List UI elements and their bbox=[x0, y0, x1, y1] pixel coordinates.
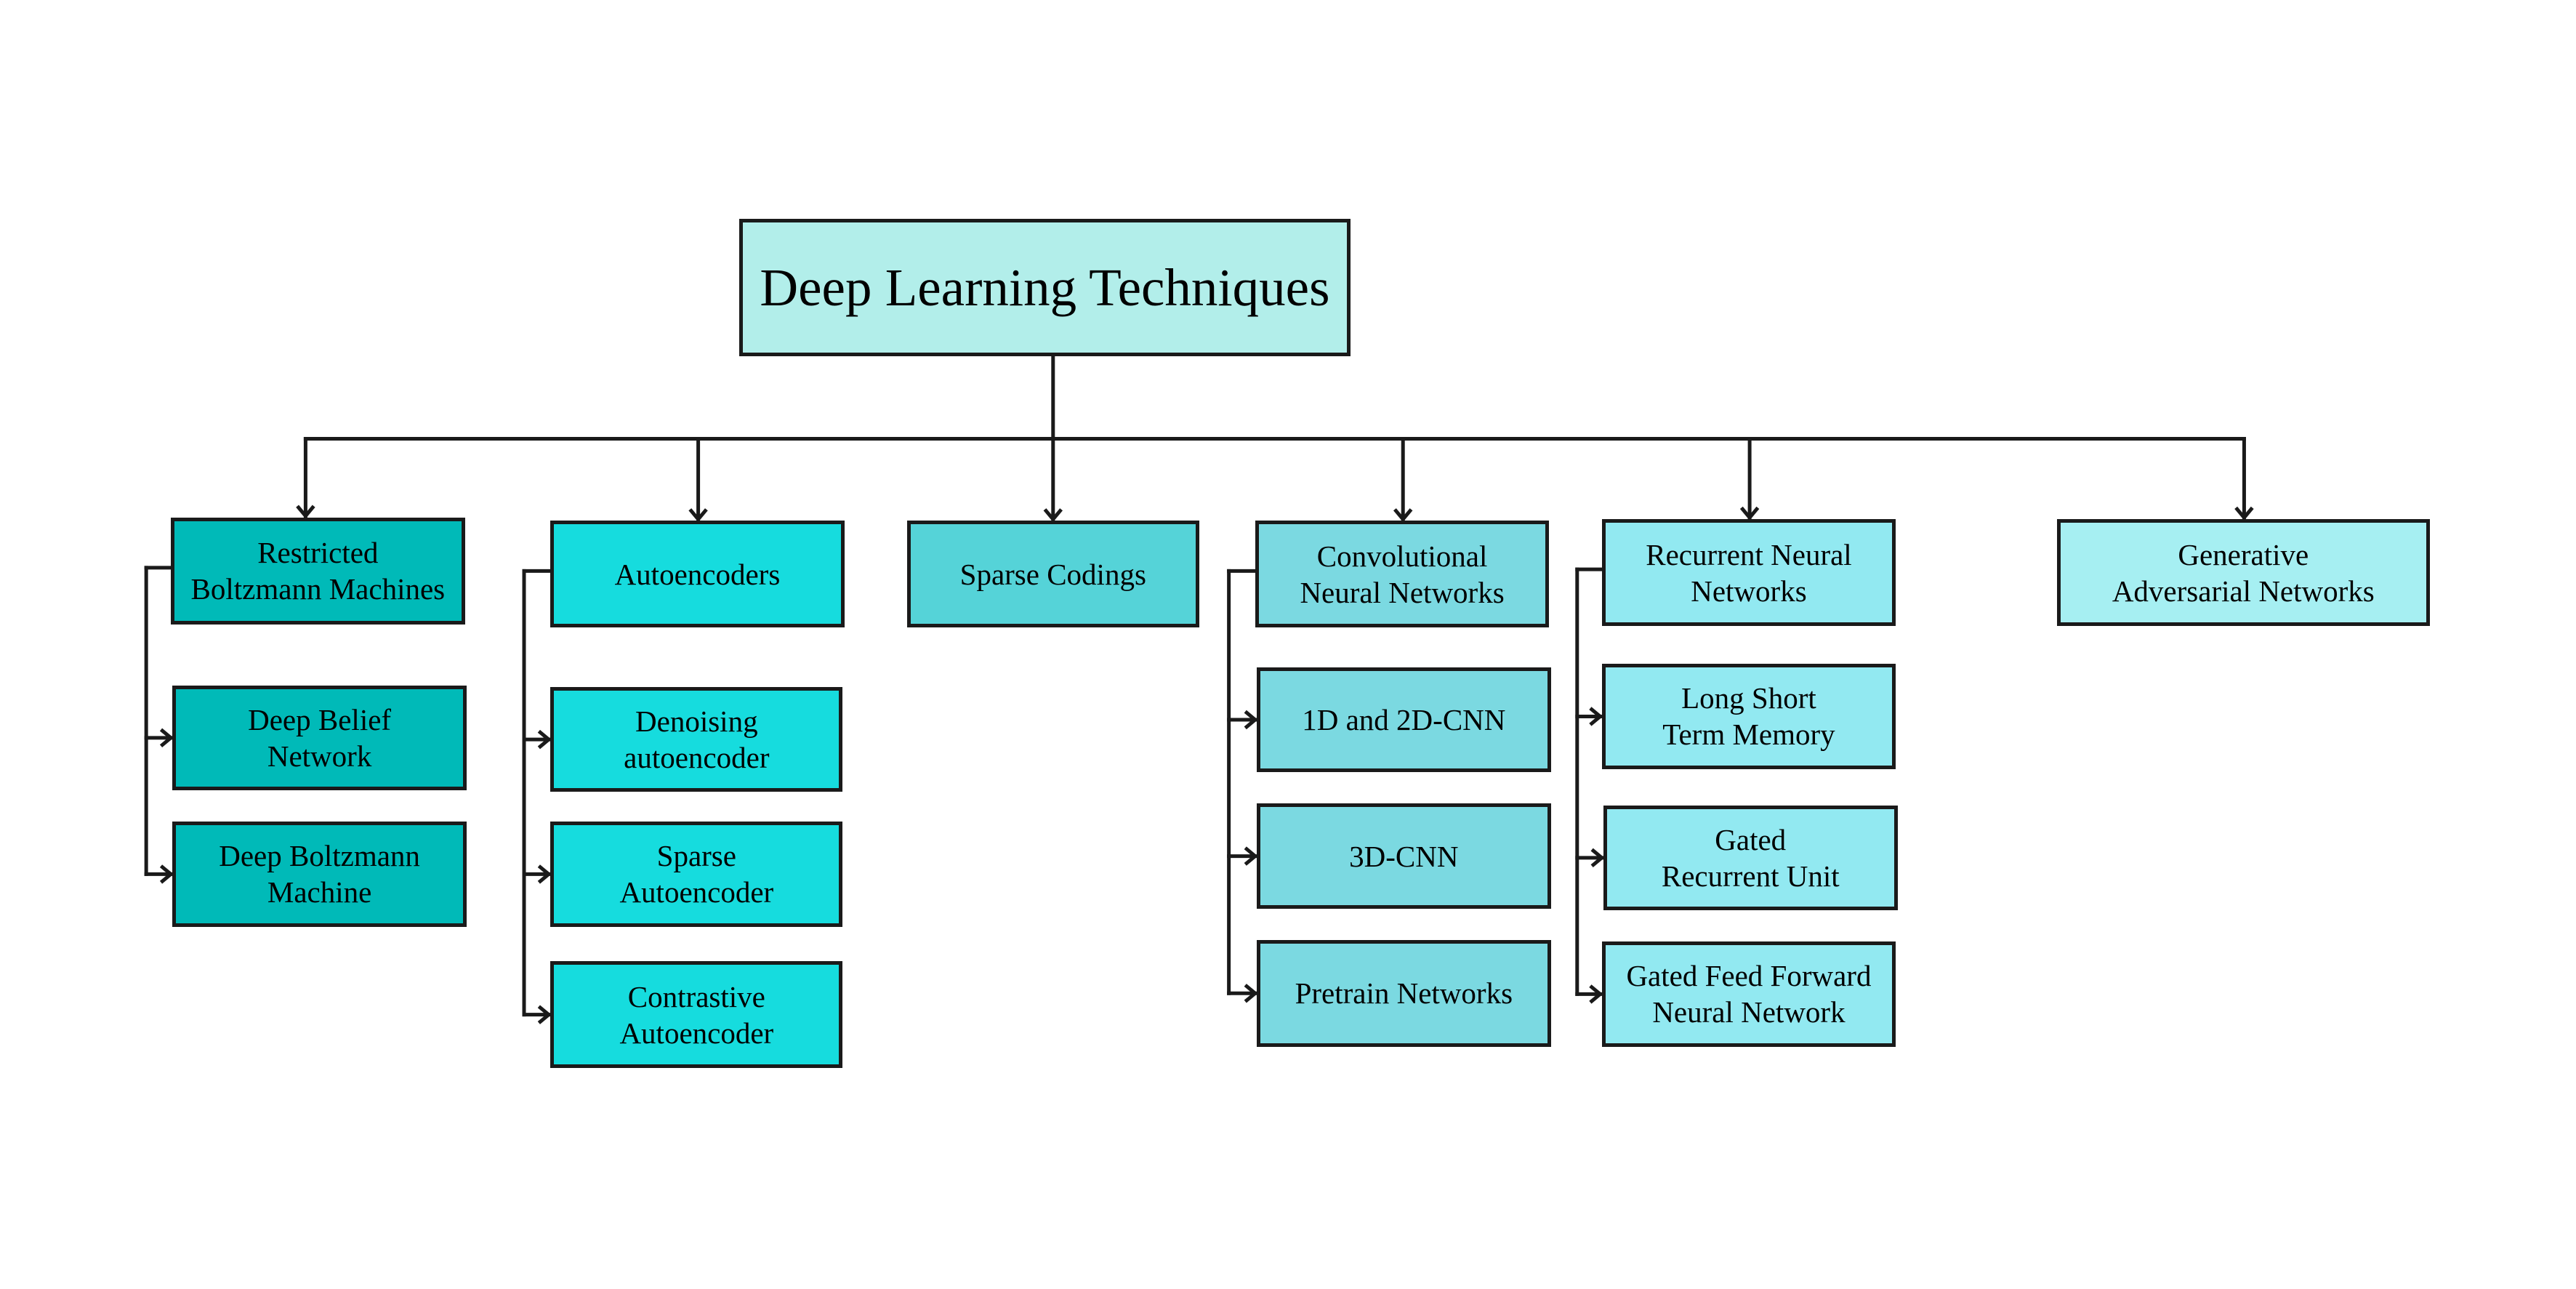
arrow-right bbox=[537, 864, 552, 884]
child-denoising-autoencoder: Denoising autoencoder bbox=[550, 686, 843, 792]
child-pretrain-networks: Pretrain Networks bbox=[1257, 939, 1551, 1047]
arrow-right bbox=[1244, 710, 1258, 730]
arrow-right bbox=[537, 729, 552, 750]
category-rnn: Recurrent Neural Networks bbox=[1601, 519, 1896, 627]
arrow-down bbox=[296, 505, 315, 519]
child-lstm: Long Short Term Memory bbox=[1601, 664, 1896, 769]
category-cnn: Convolutional Neural Networks bbox=[1255, 521, 1550, 628]
root-node: Deep Learning Techniques bbox=[739, 218, 1351, 357]
arrow-right bbox=[1589, 984, 1603, 1004]
child-3d-cnn: 3D-CNN bbox=[1257, 803, 1551, 909]
arrow-right bbox=[1590, 848, 1605, 868]
child-gated-feed-forward: Gated Feed Forward Neural Network bbox=[1601, 941, 1896, 1047]
arrow-down bbox=[1393, 508, 1413, 523]
child-deep-boltzmann-machine: Deep Boltzmann Machine bbox=[172, 822, 467, 927]
arrow-down bbox=[2234, 506, 2254, 521]
child-gru: Gated Recurrent Unit bbox=[1603, 805, 1898, 911]
child-1d-2d-cnn: 1D and 2D-CNN bbox=[1257, 667, 1551, 773]
arrow-down bbox=[1739, 506, 1760, 521]
child-deep-belief-network: Deep Belief Network bbox=[172, 685, 467, 791]
arrow-right bbox=[1244, 846, 1258, 866]
arrow-down bbox=[688, 508, 708, 523]
child-contrastive-autoencoder: Contrastive Autoencoder bbox=[550, 961, 843, 1069]
child-sparse-autoencoder: Sparse Autoencoder bbox=[550, 822, 843, 927]
category-gan: Generative Adversarial Networks bbox=[2056, 519, 2430, 627]
category-autoencoders: Autoencoders bbox=[550, 521, 845, 628]
arrow-right bbox=[159, 864, 174, 884]
arrow-right bbox=[1589, 707, 1603, 726]
arrow-right bbox=[159, 728, 174, 748]
category-sparse-codings: Sparse Codings bbox=[906, 521, 1199, 628]
arrow-right bbox=[1244, 984, 1258, 1003]
arrow-right bbox=[537, 1005, 552, 1024]
arrow-down bbox=[1043, 508, 1063, 523]
category-rbm: Restricted Boltzmann Machines bbox=[171, 517, 465, 625]
